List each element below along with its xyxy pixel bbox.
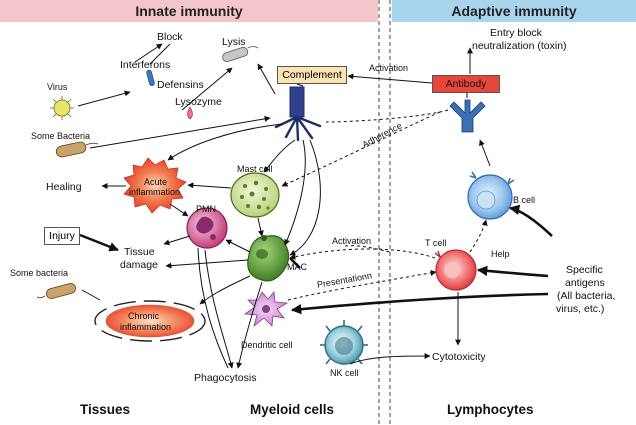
column-myeloid-cells: Myeloid cells bbox=[250, 402, 335, 417]
lysozyme-icon bbox=[187, 106, 193, 120]
label-lysis: Lysis bbox=[222, 36, 246, 48]
label-activation-mid: Activation bbox=[332, 236, 372, 246]
lysed-bacterium-icon bbox=[222, 46, 259, 63]
nk-cell-icon bbox=[320, 320, 368, 365]
label-nk-cell: NK cell bbox=[330, 368, 359, 378]
adaptive-immunity-header: Adaptive immunity bbox=[392, 0, 636, 22]
b-cell-icon bbox=[467, 171, 515, 220]
injury-box: Injury bbox=[44, 227, 80, 245]
label-specific: Specific bbox=[566, 264, 603, 276]
label-neutralization: neutralization (toxin) bbox=[472, 40, 567, 52]
label-defensins: Defensins bbox=[157, 79, 204, 91]
label-virus: Virus bbox=[47, 82, 68, 92]
label-acute-2: inflammation bbox=[129, 187, 181, 197]
label-healing: Healing bbox=[46, 181, 82, 193]
chronic-inflammation-icon bbox=[94, 300, 206, 342]
label-some-bacteria-bottom: Some bacteria bbox=[10, 268, 69, 278]
label-damage: damage bbox=[120, 259, 158, 271]
label-virus-etc: virus, etc.) bbox=[556, 303, 605, 315]
label-mac: MAC bbox=[287, 262, 307, 272]
label-acute-1: Acute bbox=[144, 177, 168, 187]
bacterium-icon-top bbox=[55, 141, 99, 158]
label-t-cell: T cell bbox=[425, 238, 447, 248]
label-phagocytosis: Phagocytosis bbox=[194, 372, 257, 384]
acute-inflammation-icon bbox=[123, 157, 187, 214]
virus-icon bbox=[50, 96, 74, 120]
label-lysozyme: Lysozyme bbox=[175, 96, 222, 108]
mast-cell-icon bbox=[230, 172, 280, 218]
label-chronic-1: Chronic bbox=[128, 311, 160, 321]
label-some-bacteria-top: Some Bacteria bbox=[31, 131, 91, 141]
antibody-icon bbox=[449, 99, 486, 133]
column-lymphocytes: Lymphocytes bbox=[447, 402, 534, 417]
label-interferons: Interferons bbox=[120, 59, 171, 71]
label-antigens: antigens bbox=[565, 277, 605, 289]
antibody-box: Antibody bbox=[432, 75, 500, 93]
label-tissue: Tissue bbox=[124, 246, 155, 258]
label-b-cell: B cell bbox=[513, 195, 536, 205]
label-entry-block: Entry block bbox=[490, 27, 542, 39]
complement-box: Complement bbox=[277, 66, 347, 84]
macrophage-icon bbox=[247, 235, 290, 282]
label-help: Help bbox=[491, 249, 510, 259]
label-all-bacteria: (All bacteria, bbox=[557, 290, 616, 302]
t-cell-icon bbox=[434, 249, 477, 291]
label-chronic-2: inflammation bbox=[120, 322, 172, 332]
label-block: Block bbox=[157, 31, 183, 43]
label-pmn: PMN bbox=[196, 204, 216, 214]
defensins-icon bbox=[146, 69, 155, 86]
dendritic-cell-icon bbox=[243, 291, 289, 328]
label-mast-cell: Mast cell bbox=[237, 164, 273, 174]
bacterium-icon-bottom bbox=[36, 283, 77, 299]
label-cytotoxicity: Cytotoxicity bbox=[432, 351, 486, 363]
complement-complex-icon bbox=[274, 86, 322, 142]
innate-immunity-header: Innate immunity bbox=[0, 0, 378, 22]
label-dendritic-cell: Dendritic cell bbox=[241, 340, 293, 350]
label-activation-top: Activation bbox=[369, 63, 409, 73]
pmn-icon bbox=[186, 207, 228, 249]
column-tissues: Tissues bbox=[80, 402, 131, 417]
